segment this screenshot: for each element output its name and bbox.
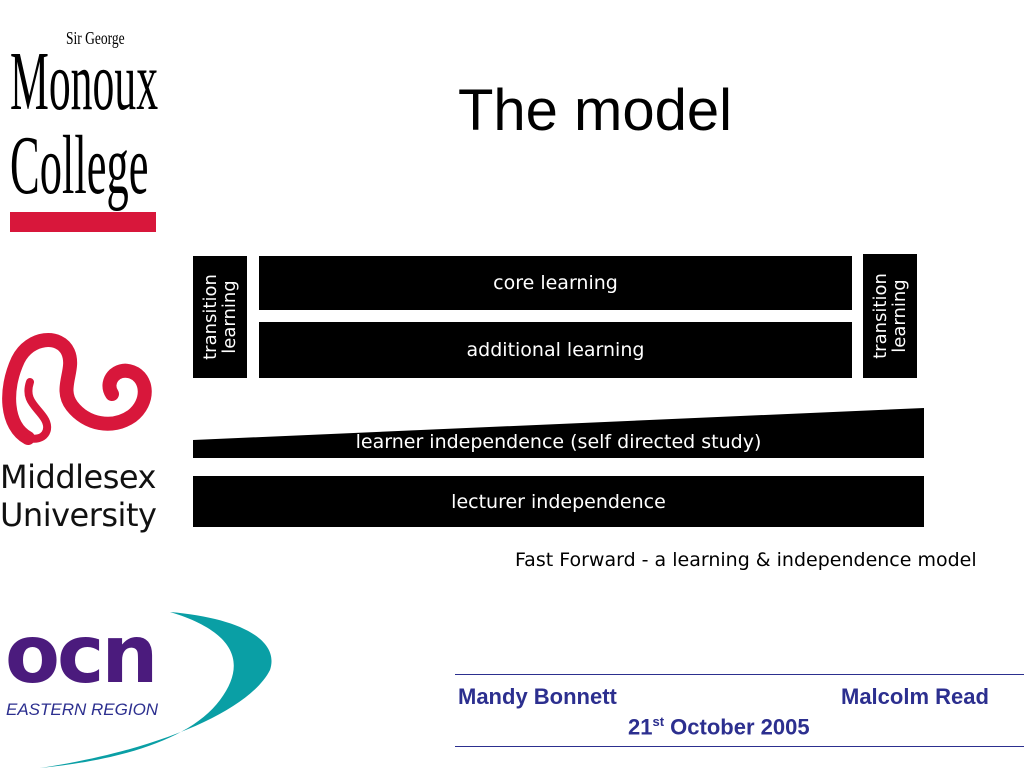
transition-learning-right-block: transition learning xyxy=(863,254,917,378)
footer-author-left: Mandy Bonnett xyxy=(458,684,617,709)
additional-learning-label: additional learning xyxy=(466,339,645,361)
transition-left-line2: learning xyxy=(219,280,241,354)
learner-independence-label: learner independence (self directed stud… xyxy=(355,431,762,453)
ocn-wordmark: ocn xyxy=(5,608,158,701)
core-learning-label: core learning xyxy=(493,272,618,294)
footer-top-rule xyxy=(455,674,1024,675)
monoux-college-logo: Sir George Monoux College xyxy=(8,22,158,234)
footer-date: 21st October 2005 xyxy=(628,714,810,740)
monoux-logo-line2: Monoux xyxy=(10,35,159,128)
footer-author-right: Malcolm Read xyxy=(841,684,989,709)
lecturer-independence-block: lecturer independence xyxy=(193,476,924,527)
ocn-region-label: EASTERN REGION xyxy=(6,700,159,719)
middlesex-logo-line1: Middlesex xyxy=(0,458,156,496)
middlesex-swirl-icon xyxy=(2,333,152,445)
diagram-caption: Fast Forward - a learning & independence… xyxy=(515,549,977,571)
monoux-logo-line1: Sir George xyxy=(66,28,125,48)
transition-learning-left-block: transition learning xyxy=(193,256,247,378)
learner-independence-wedge xyxy=(193,408,924,458)
transition-left-line1: transition xyxy=(200,274,222,360)
footer-bottom-rule xyxy=(455,746,1024,747)
lecturer-independence-label: lecturer independence xyxy=(451,490,666,513)
monoux-logo-red-bar xyxy=(10,212,156,232)
middlesex-logo-line2: University xyxy=(0,496,157,534)
slide-title: The model xyxy=(457,78,733,143)
transition-right-line1: transition xyxy=(870,273,892,359)
additional-learning-block: additional learning xyxy=(259,322,852,378)
monoux-logo-line3: College xyxy=(10,119,149,212)
middlesex-university-logo: Middlesex University xyxy=(0,330,165,540)
transition-right-line2: learning xyxy=(889,279,911,353)
core-learning-block: core learning xyxy=(259,256,852,310)
